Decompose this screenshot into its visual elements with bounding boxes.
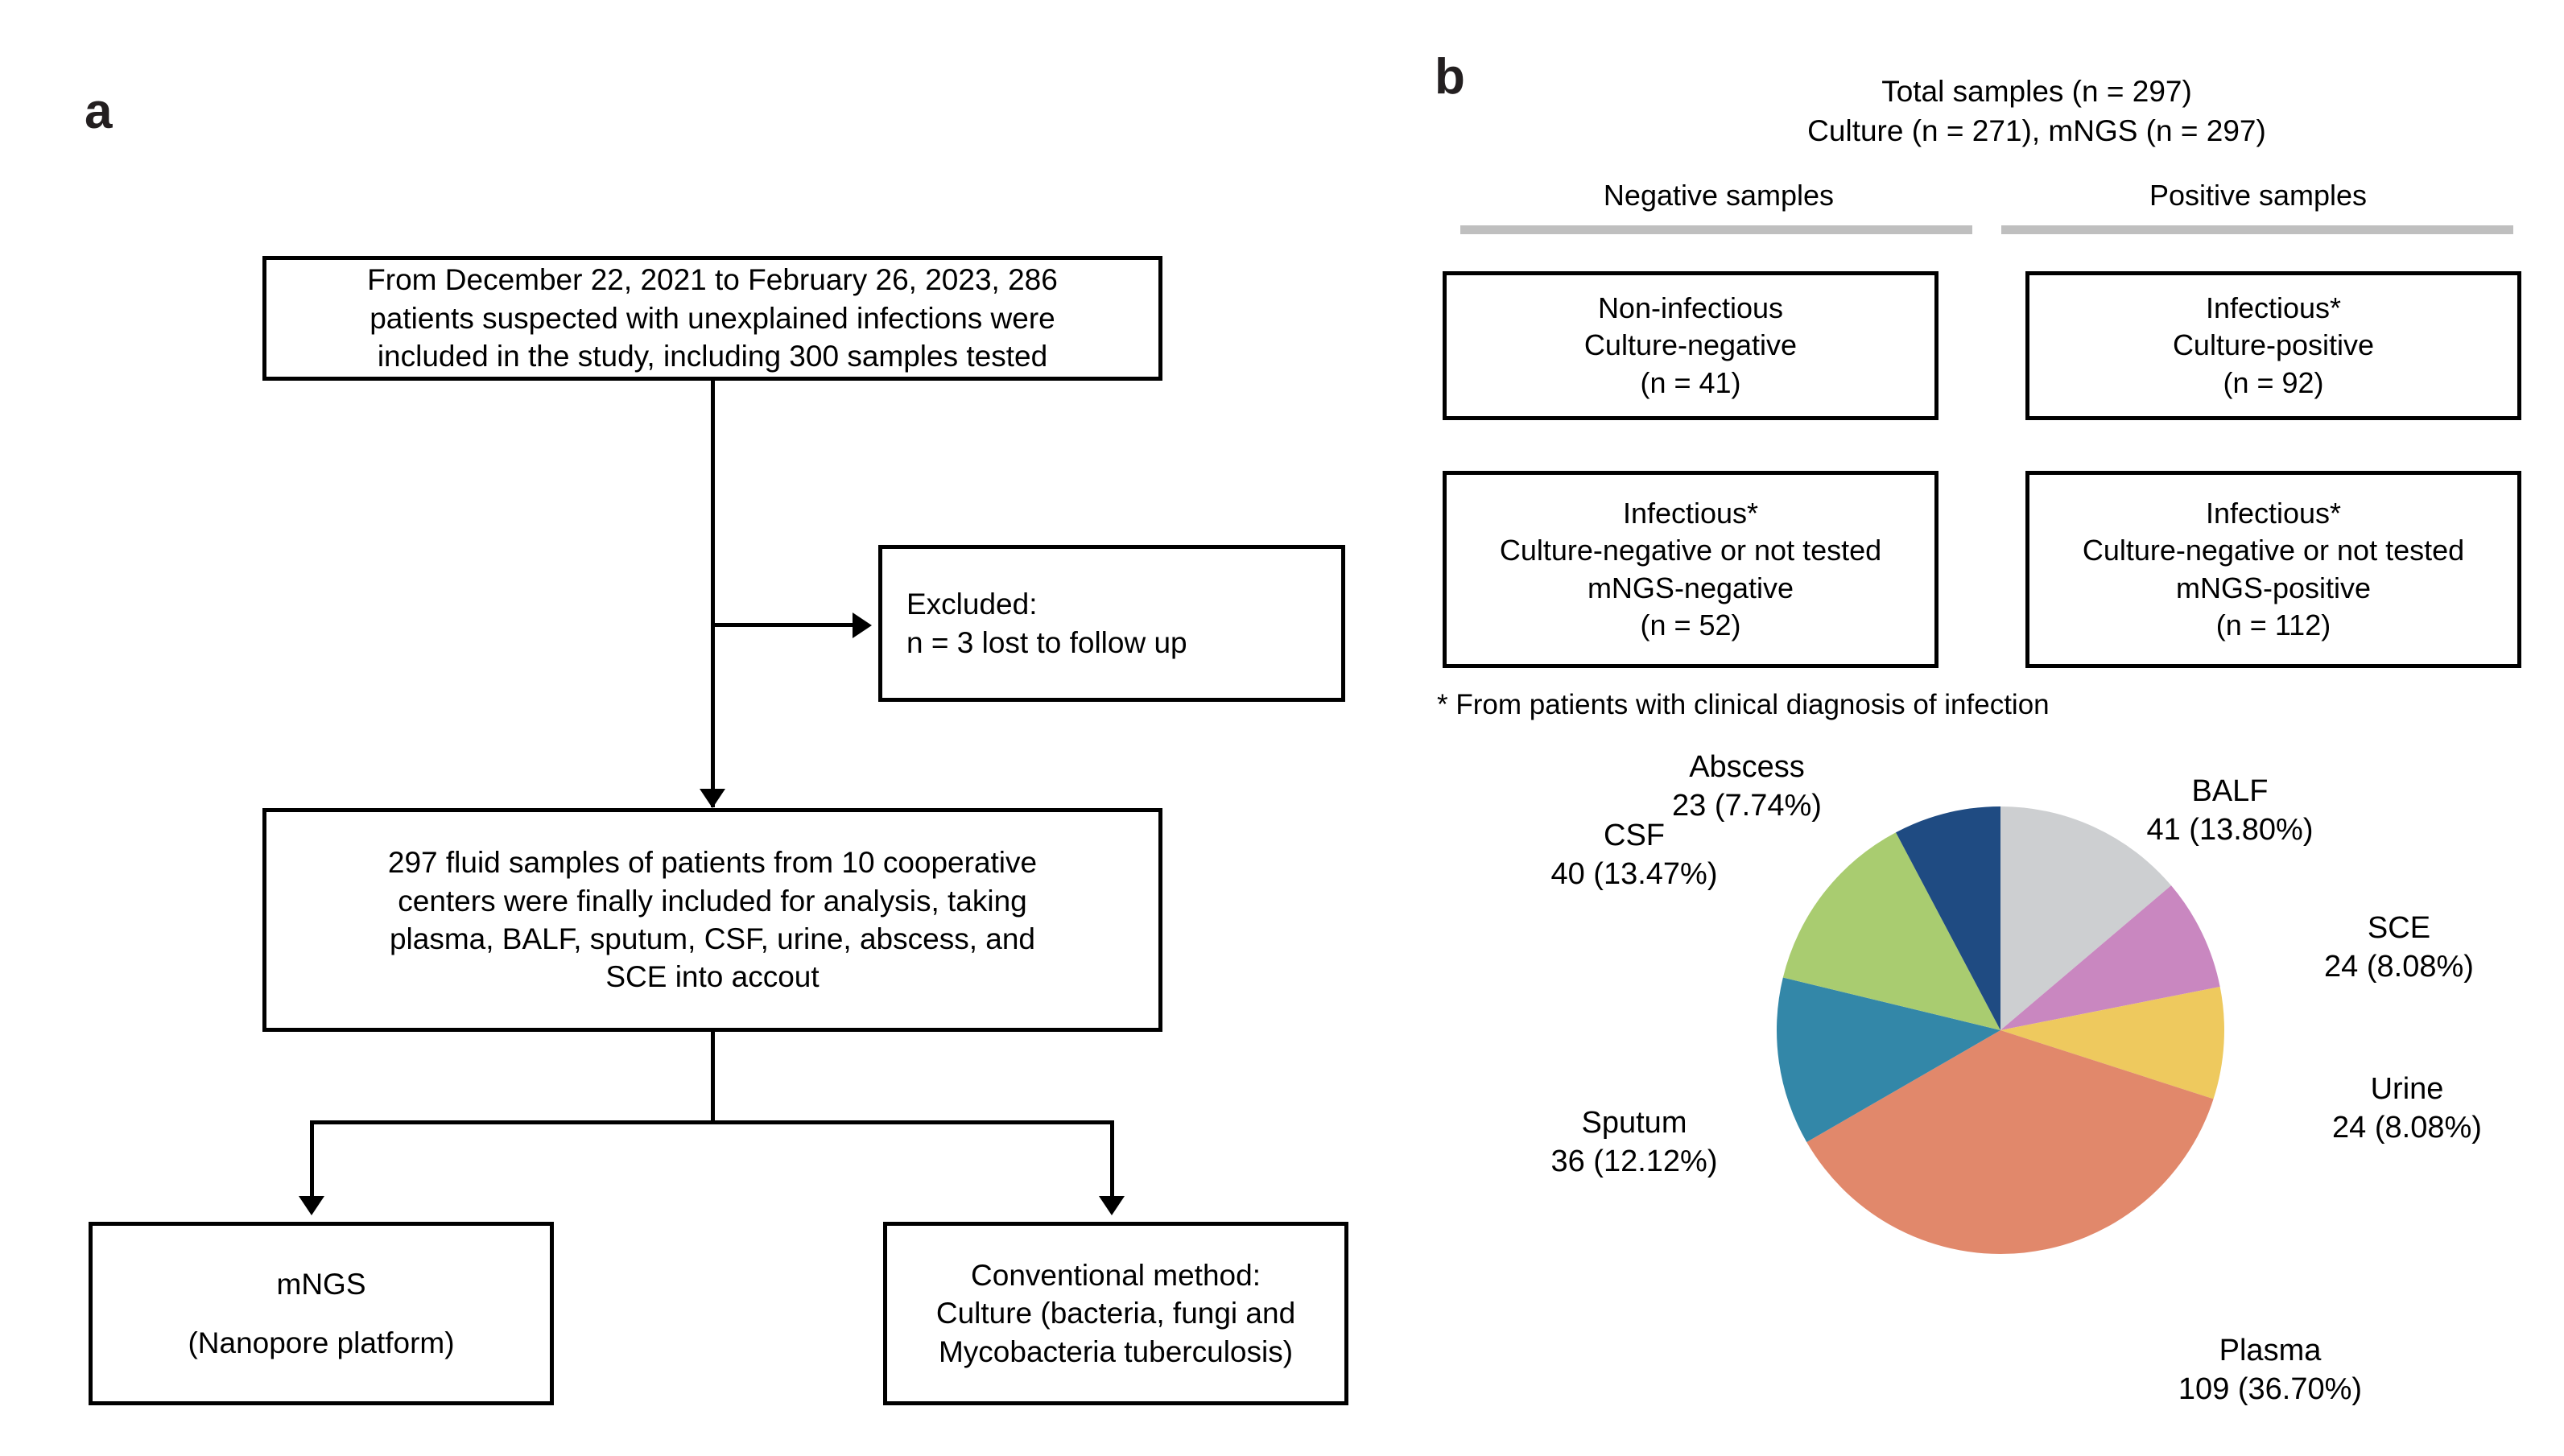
- pie-slice-sputum: [1777, 977, 2000, 1142]
- pie-label-sce-name: SCE: [2367, 911, 2431, 945]
- pie-label-urine: Urine 24 (8.08%): [2286, 1070, 2528, 1147]
- box-noninfectious-culture-negative: Non-infectious Culture-negative (n = 41): [1443, 271, 1938, 420]
- arrow-to-excluded: [853, 613, 872, 638]
- excluded-line-2: n = 3 lost to follow up: [906, 625, 1187, 659]
- pos-bottom-line-2: Culture-negative or not tested: [2082, 534, 2465, 567]
- flow-box-included: 297 fluid samples of patients from 10 co…: [262, 808, 1162, 1032]
- pie-label-abscess-name: Abscess: [1689, 750, 1805, 784]
- panel-b-letter: b: [1435, 49, 1465, 105]
- pos-bottom-line-1: Infectious*: [2205, 497, 2342, 530]
- pie-label-csf: CSF 40 (13.47%): [1505, 817, 1763, 893]
- pie-label-plasma-name: Plasma: [2219, 1334, 2322, 1367]
- pie-label-balf-name: BALF: [2191, 774, 2269, 808]
- neg-top-line-3: (n = 41): [1640, 365, 1741, 399]
- sample-type-pie-chart: [1775, 805, 2226, 1256]
- pie-label-csf-value: 40 (13.47%): [1550, 856, 1718, 891]
- pie-label-abscess-value: 23 (7.74%): [1672, 788, 1822, 823]
- pos-bottom-line-3: mNGS-positive: [2175, 571, 2372, 604]
- pie-svg: [1777, 806, 2224, 1254]
- pie-slice-abscess: [1896, 806, 2000, 1030]
- pie-slice-balf: [2000, 806, 2172, 1030]
- connector-enrollment-down: [711, 381, 715, 807]
- pie-slice-plasma: [1806, 1030, 2214, 1254]
- enrollment-line-3: included in the study, including 300 sam…: [377, 340, 1048, 373]
- flow-box-excluded: Excluded: n = 3 lost to follow up: [878, 545, 1345, 702]
- arrow-to-conventional: [1099, 1196, 1125, 1215]
- conventional-line-3: Mycobacteria tuberculosis): [938, 1334, 1294, 1368]
- arrow-to-included: [700, 789, 725, 808]
- neg-bottom-line-2: Culture-negative or not tested: [1499, 534, 1882, 567]
- pie-label-sputum-name: Sputum: [1581, 1106, 1687, 1140]
- neg-top-line-1: Non-infectious: [1597, 291, 1784, 325]
- pos-top-line-2: Culture-positive: [2172, 328, 2375, 362]
- enrollment-line-2: patients suspected with unexplained infe…: [370, 301, 1055, 335]
- column-header-positive: Positive samples: [2149, 179, 2368, 212]
- pie-label-sce: SCE 24 (8.08%): [2278, 909, 2520, 986]
- box-infectious-mngs-negative: Infectious* Culture-negative or not test…: [1443, 471, 1938, 668]
- included-line-1: 297 fluid samples of patients from 10 co…: [387, 846, 1038, 880]
- included-line-4: SCE into accout: [605, 960, 820, 994]
- connector-to-conventional: [1110, 1120, 1114, 1203]
- connector-to-mngs: [310, 1120, 314, 1203]
- conventional-line-1: Conventional method:: [971, 1258, 1261, 1292]
- pie-label-plasma: Plasma 109 (36.70%): [2141, 1332, 2399, 1409]
- flow-box-mngs: mNGS (Nanopore platform): [89, 1222, 554, 1405]
- pie-label-csf-name: CSF: [1604, 819, 1665, 852]
- pos-top-line-1: Infectious*: [2205, 291, 2342, 325]
- pie-label-urine-name: Urine: [2370, 1072, 2444, 1106]
- title-line-2: Culture (n = 271), mNGS (n = 297): [1807, 113, 2266, 147]
- arrow-to-mngs: [299, 1196, 324, 1215]
- pie-label-abscess: Abscess 23 (7.74%): [1626, 749, 1868, 825]
- box-infectious-mngs-positive: Infectious* Culture-negative or not test…: [2025, 471, 2521, 668]
- title-line-1: Total samples (n = 297): [1881, 75, 2192, 108]
- neg-top-line-2: Culture-negative: [1583, 328, 1798, 362]
- enrollment-line-1: From December 22, 2021 to February 26, 2…: [367, 263, 1058, 297]
- infection-footnote: * From patients with clinical diagnosis …: [1437, 689, 2050, 720]
- neg-bottom-line-4: (n = 52): [1640, 608, 1741, 641]
- flow-box-conventional: Conventional method: Culture (bacteria, …: [883, 1222, 1348, 1405]
- pie-label-sputum-value: 36 (12.12%): [1550, 1144, 1718, 1178]
- pie-label-plasma-value: 109 (36.70%): [2178, 1371, 2363, 1406]
- pie-label-balf-value: 41 (13.80%): [2146, 812, 2314, 847]
- pos-top-line-3: (n = 92): [2223, 365, 2324, 399]
- pos-bottom-line-4: (n = 112): [2215, 608, 2331, 641]
- pie-slice-urine: [2000, 986, 2224, 1099]
- box-infectious-culture-positive: Infectious* Culture-positive (n = 92): [2025, 271, 2521, 420]
- pie-label-sputum: Sputum 36 (12.12%): [1513, 1104, 1755, 1181]
- panel-a-letter: a: [85, 84, 113, 139]
- mngs-line-2: (Nanopore platform): [188, 1326, 455, 1359]
- connector-split-horizontal: [310, 1120, 1114, 1124]
- conventional-line-2: Culture (bacteria, fungi and: [935, 1297, 1296, 1330]
- connector-included-down: [711, 1032, 715, 1123]
- included-line-3: plasma, BALF, sputum, CSF, urine, absces…: [389, 922, 1036, 955]
- header-bar-positive: [2001, 225, 2513, 234]
- header-bar-negative: [1460, 225, 1972, 234]
- column-header-negative: Negative samples: [1603, 179, 1835, 212]
- neg-bottom-line-1: Infectious*: [1622, 497, 1759, 530]
- flow-box-enrollment: From December 22, 2021 to February 26, 2…: [262, 256, 1162, 381]
- excluded-line-1: Excluded:: [906, 588, 1038, 621]
- pie-label-sce-value: 24 (8.08%): [2324, 949, 2474, 984]
- connector-to-excluded: [711, 623, 853, 627]
- pie-slice-sce: [2000, 885, 2220, 1030]
- included-line-2: centers were finally included for analys…: [398, 884, 1027, 918]
- mngs-line-1: mNGS: [276, 1267, 366, 1301]
- pie-label-urine-value: 24 (8.08%): [2332, 1110, 2482, 1145]
- sample-flow-title: Total samples (n = 297) Culture (n = 271…: [1634, 72, 2439, 151]
- pie-label-balf: BALF 41 (13.80%): [2101, 773, 2359, 849]
- pie-slice-csf: [1782, 832, 2000, 1030]
- neg-bottom-line-3: mNGS-negative: [1587, 571, 1794, 604]
